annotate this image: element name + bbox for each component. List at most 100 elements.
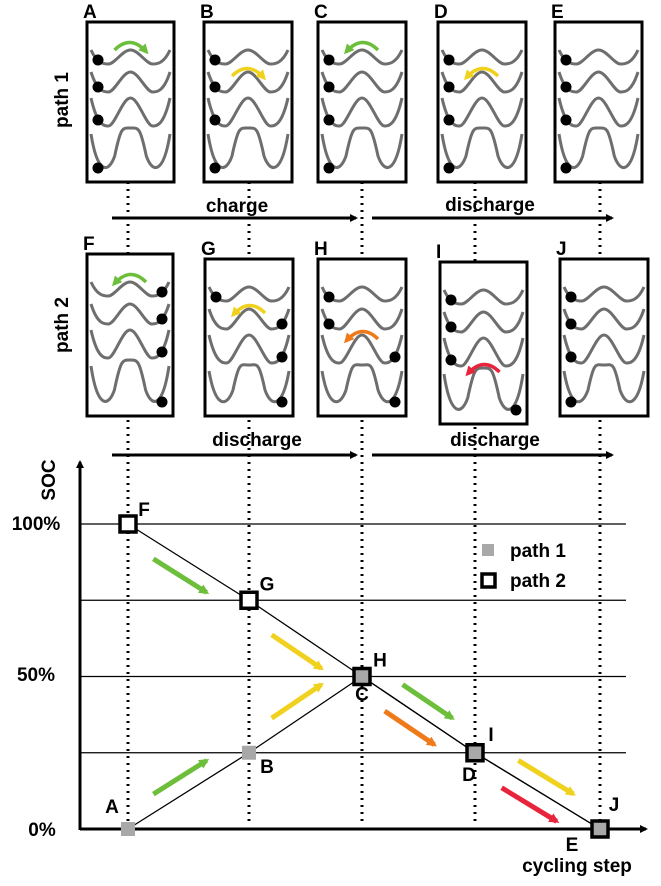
particle-dot	[92, 162, 104, 174]
energy-well-2	[89, 70, 172, 94]
path2-panel-G: G	[201, 239, 295, 418]
point-marker-H	[352, 666, 372, 687]
green-move-arrow	[112, 272, 148, 287]
particle-dot	[323, 162, 335, 174]
panel-letter: H	[314, 239, 328, 260]
energy-well-3	[207, 333, 291, 365]
x-axis-label: cycling step	[522, 856, 632, 877]
green-move-arrow	[113, 40, 149, 55]
particle-dot	[323, 81, 335, 93]
energy-well-3	[320, 96, 404, 128]
path2-process-arrows: discharge discharge	[112, 430, 614, 459]
point-label-G: G	[260, 574, 275, 595]
point-label-J: J	[609, 795, 620, 816]
particle-dot	[565, 396, 577, 408]
particle-dot	[560, 114, 572, 126]
energy-well-3	[442, 336, 525, 368]
particle-dot	[389, 351, 401, 363]
panel-frame	[436, 20, 528, 184]
point-marker-J	[590, 819, 610, 839]
path1-panel-C: C	[314, 2, 408, 184]
y-tick-50: 50%	[17, 665, 55, 686]
energy-well-1	[207, 285, 291, 303]
point-marker-F	[118, 514, 138, 534]
particle-dot	[209, 114, 221, 126]
discharge-label-path1: discharge	[445, 195, 535, 216]
point-label-F: F	[138, 500, 150, 521]
particle-dot	[323, 291, 335, 303]
energy-well-3	[562, 333, 646, 365]
particle-dot	[565, 291, 577, 303]
energy-well-2	[206, 70, 290, 94]
yellow-move-arrow	[464, 66, 500, 81]
particle-dot	[92, 54, 104, 66]
particle-dot	[445, 354, 457, 366]
segment-arrow-I-J	[500, 785, 560, 824]
particle-dot	[389, 396, 401, 408]
segment-arrow-D-E	[517, 758, 576, 797]
energy-well-1	[206, 48, 290, 66]
point-marker-A	[121, 822, 135, 836]
particle-dot	[560, 54, 572, 66]
segment-arrow-C-D	[401, 682, 455, 721]
particle-dot	[445, 294, 457, 306]
energy-well-1	[562, 285, 646, 303]
energy-well-4	[89, 358, 171, 403]
energy-well-2	[320, 307, 404, 331]
path2-row-label: path 2	[52, 297, 73, 353]
segment-arrow-G-H	[270, 632, 324, 671]
path2-panel-F: F	[83, 234, 175, 418]
segment-arrow-A-B	[152, 758, 210, 797]
energy-well-1	[440, 48, 524, 66]
panel-letter: C	[314, 2, 328, 23]
segment-arrow-H-I	[383, 709, 437, 747]
particle-dot	[443, 81, 455, 93]
energy-well-3	[89, 328, 171, 360]
particle-dot	[560, 81, 572, 93]
orange-move-arrow	[344, 329, 380, 344]
energy-well-4	[557, 126, 640, 169]
energy-well-3	[89, 96, 172, 128]
energy-well-2	[557, 70, 640, 94]
energy-well-2	[442, 310, 525, 334]
energy-well-1	[557, 48, 640, 66]
panel-frame	[202, 20, 294, 184]
particle-dot	[209, 162, 221, 174]
energy-well-3	[557, 96, 640, 128]
segment-arrow-B-C	[270, 682, 324, 721]
legend: path 1 path 2	[480, 541, 566, 592]
energy-well-2	[207, 307, 291, 331]
discharge-label-path2-a: discharge	[212, 430, 302, 451]
energy-well-1	[442, 288, 525, 306]
yellow-move-arrow	[230, 66, 266, 81]
point-marker-I	[465, 743, 485, 763]
particle-dot	[323, 54, 335, 66]
panel-letter: B	[200, 2, 214, 23]
point-marker-G	[239, 590, 259, 610]
energy-well-4	[440, 126, 524, 169]
particle-dot	[276, 396, 288, 408]
y-tick-0: 0%	[28, 820, 56, 841]
legend-path2-label: path 2	[510, 571, 566, 592]
legend-path2-marker	[480, 572, 497, 589]
y-tick-100: 100%	[12, 514, 61, 535]
path1-panel-B: B	[200, 2, 294, 184]
particle-dot	[276, 318, 288, 330]
particle-dot	[560, 162, 572, 174]
panel-letter: D	[434, 2, 448, 23]
green-move-arrow	[344, 40, 380, 55]
panel-letter: I	[436, 242, 441, 263]
panel-frame	[438, 260, 529, 426]
energy-well-1	[89, 48, 172, 66]
particle-dot	[92, 81, 104, 93]
energy-well-4	[442, 366, 525, 411]
segment-arrow-F-G	[152, 556, 210, 595]
energy-well-3	[440, 96, 524, 128]
energy-well-1	[320, 285, 404, 303]
point-label-C: C	[355, 685, 369, 706]
panel-frame	[85, 252, 175, 418]
particle-dot	[209, 54, 221, 66]
